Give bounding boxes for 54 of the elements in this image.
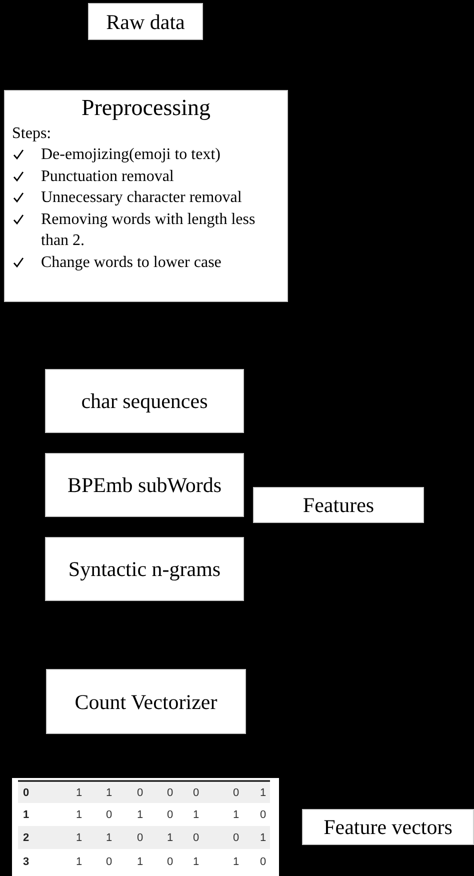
box-label: char sequences bbox=[81, 388, 208, 414]
count-value: 1 bbox=[260, 832, 266, 844]
list-item: Punctuation removal bbox=[41, 166, 174, 186]
process-box bbox=[45, 453, 244, 517]
count-value: 1 bbox=[76, 808, 82, 822]
row-index: 1 bbox=[23, 808, 30, 822]
process-box bbox=[88, 3, 203, 40]
count-value: 0 bbox=[136, 832, 144, 844]
count-value: 0 bbox=[260, 856, 266, 868]
count-value: 1 bbox=[260, 786, 266, 800]
row-index: 3 bbox=[23, 856, 30, 868]
count-value: 0 bbox=[192, 786, 200, 800]
process-box bbox=[45, 369, 244, 433]
count-value: 0 bbox=[232, 786, 240, 800]
row-index: 0 bbox=[23, 786, 30, 800]
count-value: 0 bbox=[232, 832, 240, 844]
box-heading: Preprocessing bbox=[80, 94, 212, 122]
box-label: Count Vectorizer bbox=[74, 688, 218, 714]
box-label: BPEmb subWords bbox=[67, 472, 222, 498]
row-index: 2 bbox=[23, 832, 30, 844]
count-value: 1 bbox=[192, 808, 200, 822]
list-item: Unnecessary character removal bbox=[41, 188, 242, 208]
count-value: 1 bbox=[76, 832, 82, 844]
count-value: 1 bbox=[192, 856, 200, 868]
box-label: Raw data bbox=[106, 8, 185, 34]
count-value: 0 bbox=[106, 808, 112, 822]
count-value: 1 bbox=[232, 808, 240, 822]
count-value: 1 bbox=[76, 786, 82, 800]
count-value: 1 bbox=[76, 856, 82, 868]
list-label: Steps: bbox=[12, 124, 52, 144]
label-box bbox=[302, 809, 474, 845]
box-label: Feature vectors bbox=[324, 814, 452, 840]
count-value: 1 bbox=[136, 856, 144, 868]
label-box bbox=[253, 487, 424, 523]
count-value: 1 bbox=[232, 856, 240, 868]
count-value: 0 bbox=[166, 856, 174, 868]
list-item: Change words to lower case bbox=[41, 252, 222, 272]
process-box bbox=[46, 669, 246, 734]
process-box bbox=[4, 90, 288, 302]
count-value: 0 bbox=[136, 786, 144, 800]
process-box bbox=[45, 537, 244, 601]
count-value: 1 bbox=[106, 832, 112, 844]
count-value: 0 bbox=[260, 808, 266, 822]
count-value: 0 bbox=[106, 856, 112, 868]
count-value: 0 bbox=[166, 786, 174, 800]
count-value: 1 bbox=[166, 832, 174, 844]
list-item: De-emojizing(emoji to text) bbox=[41, 145, 220, 165]
count-value: 1 bbox=[106, 786, 112, 800]
count-value: 1 bbox=[136, 808, 144, 822]
box-label: Syntactic n-grams bbox=[68, 556, 221, 582]
box-label: Features bbox=[302, 492, 374, 518]
count-value: 0 bbox=[192, 832, 200, 844]
list-item: Removing words with length less than 2. bbox=[41, 210, 256, 251]
count-value: 0 bbox=[166, 808, 174, 822]
